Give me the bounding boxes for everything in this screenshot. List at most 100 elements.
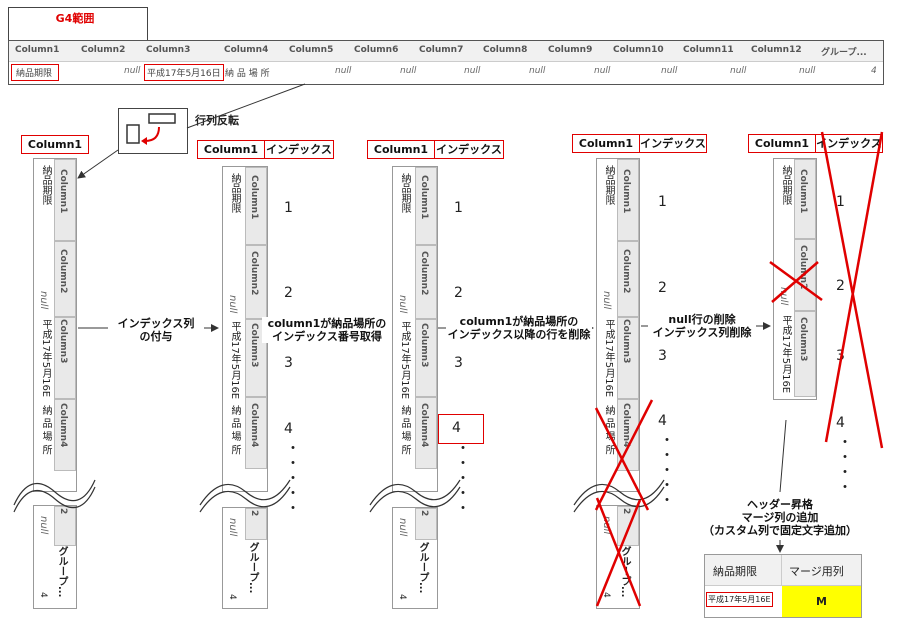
v3-val1: 納品期限 [399, 173, 410, 213]
v2-val3: 平成17年5月16E [229, 321, 240, 400]
step3-note: column1が納品場所のインデックス以降の行を削除 [446, 315, 592, 341]
v3-h3: Column3 [419, 323, 429, 368]
col3-label-index: インデックス [434, 140, 504, 159]
step2-note: column1が納品場所のインデックス番号取得 [262, 317, 392, 343]
col5-label-column1: Column1 [748, 134, 816, 153]
th-col12: Column12 [751, 45, 802, 55]
v1-val2: null [38, 291, 49, 310]
v2-h3: Column3 [249, 323, 259, 368]
v3-h5: 2 [419, 510, 429, 517]
dots-4: ・・・・・ [660, 433, 674, 509]
top-table-row: 納品期限 null 平成17年5月16日 納 品 場 所 null null n… [9, 63, 883, 81]
v1-val3: 平成17年5月16E [40, 319, 51, 398]
idx4-1: 1 [658, 194, 667, 210]
idx5-4: 4 [836, 415, 845, 431]
v2-group: グループ... [247, 542, 258, 594]
td-group: 4 [871, 66, 877, 76]
th-col10: Column10 [613, 45, 664, 55]
col2-label-index: インデックス [264, 140, 334, 159]
v5-h1: Column1 [798, 169, 808, 214]
step5-note: ヘッダー昇格マージ列の追加（カスタム列で固定文字追加） [700, 498, 860, 537]
v1-four: 4 [38, 592, 48, 598]
th-col9: Column9 [548, 45, 593, 55]
v2-h5: 2 [249, 510, 259, 517]
th-col7: Column7 [419, 45, 464, 55]
v1-h3: Column3 [58, 319, 68, 364]
idx3-3: 3 [454, 355, 463, 371]
v4-h5: 2 [621, 508, 631, 515]
result-table: 納品期限 マージ用列 平成17年5月16E M [704, 554, 862, 618]
v2-four: 4 [227, 594, 237, 600]
td-col2: null [124, 66, 141, 76]
col2-label-column1: Column1 [197, 140, 265, 159]
range-title-box [8, 7, 148, 41]
v5-h3: Column3 [798, 317, 808, 362]
v3-null: null [397, 518, 408, 537]
v1-h4: Column4 [58, 403, 68, 448]
v4-h3: Column3 [621, 319, 631, 364]
v5-h2: Column2 [798, 245, 808, 290]
v2-val4: 納 品 場 所 [229, 405, 240, 455]
result-h2: マージ用列 [789, 565, 844, 578]
v1-h1: Column1 [58, 169, 68, 214]
vcol-5: Column1 納品期限 Column2 null Column3 平成17年5… [773, 158, 817, 400]
idx3-2: 2 [454, 285, 463, 301]
col4-label-index: インデックス [639, 134, 707, 153]
v2-val1: 納品期限 [229, 173, 240, 213]
v1-null: null [38, 516, 49, 535]
v4-val2: null [601, 291, 612, 310]
idx3-4-highlight [438, 414, 484, 444]
v2-h2: Column2 [249, 251, 259, 296]
th-col3: Column3 [146, 45, 191, 55]
v1-h2: Column2 [58, 249, 68, 294]
th-col4: Column4 [224, 45, 269, 55]
v5-val2: null [778, 287, 789, 306]
th-col6: Column6 [354, 45, 399, 55]
v4-val3: 平成17年5月16E [603, 319, 614, 398]
transpose-icon [126, 113, 176, 145]
vcol-3-top: Column1 納品期限 Column2 null Column3 平成17年5… [392, 166, 438, 492]
vcol-2-top: Column1 納品期限 Column2 null Column3 平成17年5… [222, 166, 268, 492]
idx2-3: 3 [284, 355, 293, 371]
td-col10: null [661, 66, 678, 76]
col1-header-label: Column1 [21, 135, 89, 154]
idx3-1: 1 [454, 200, 463, 216]
v3-group: グループ... [417, 542, 428, 594]
td-col1: 納品期限 [11, 64, 60, 81]
v3-four: 4 [397, 594, 407, 600]
idx3-4: 4 [452, 420, 461, 436]
v2-h1: Column1 [249, 175, 259, 220]
dots-3: ・・・・・ [456, 441, 470, 517]
v4-group: グループ... [619, 546, 630, 598]
td-col3: 平成17年5月16日 [144, 64, 224, 81]
v1-val4: 納 品 場 所 [40, 405, 51, 455]
td-col5: null [335, 66, 352, 76]
v4-four: 4 [601, 592, 611, 598]
idx2-4: 4 [284, 421, 293, 437]
col4-label-column1: Column1 [572, 134, 640, 153]
v2-h4: Column4 [249, 403, 259, 448]
step1-note: インデックス列の付与 [108, 317, 204, 343]
v3-h2: Column2 [419, 251, 429, 296]
result-v1: 平成17年5月16E [706, 592, 773, 607]
vcol-1-bottom: 2 null グループ... 4 [33, 505, 77, 609]
v5-val3: 平成17年5月16E [780, 315, 791, 394]
transpose-icon-box [118, 108, 188, 154]
top-table: Column1 Column2 Column3 Column4 Column5 … [8, 40, 884, 85]
idx4-3: 3 [658, 348, 667, 364]
vcol-3-bottom: 2 null グループ... 4 [392, 507, 438, 609]
idx2-1: 1 [284, 200, 293, 216]
v1-group: グループ... [56, 546, 67, 598]
v1-h5: 2 [58, 508, 68, 515]
v5-val1: 納品期限 [780, 165, 791, 205]
transpose-label: 行列反転 [195, 114, 239, 127]
idx2-2: 2 [284, 285, 293, 301]
idx5-2: 2 [836, 278, 845, 294]
v3-val4: 納 品 場 所 [399, 405, 410, 455]
td-col12: null [799, 66, 816, 76]
td-col4: 納 品 場 所 [225, 69, 270, 79]
result-v2-cell [782, 586, 861, 617]
th-col5: Column5 [289, 45, 334, 55]
